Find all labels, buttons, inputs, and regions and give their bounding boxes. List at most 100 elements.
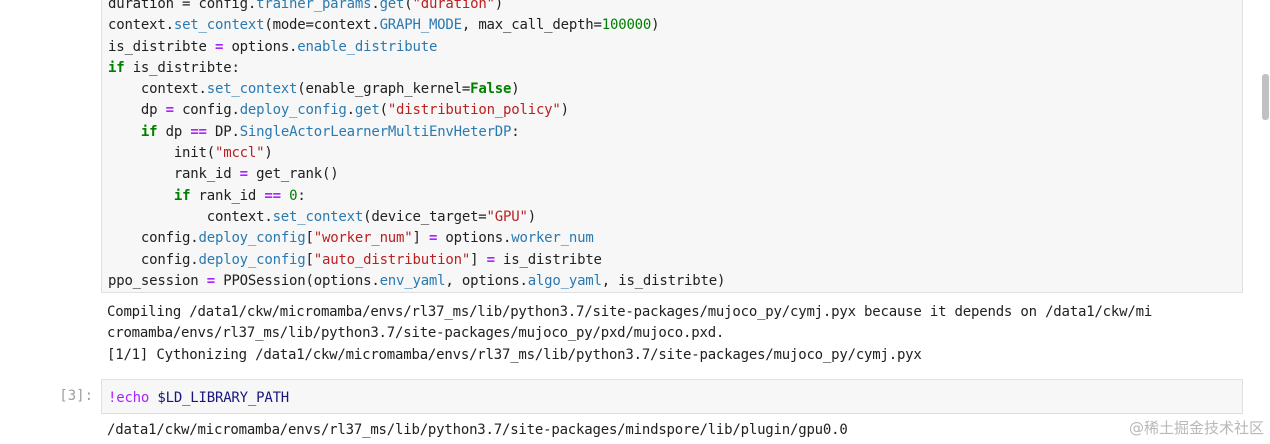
code-token: trainer_params: [256, 0, 372, 12]
output-line: Compiling /data1/ckw/micromamba/envs/rl3…: [107, 304, 1153, 320]
code-token: options.: [223, 38, 298, 55]
code-token: =: [214, 38, 224, 55]
code-token: 100000: [601, 17, 652, 34]
code-token: get: [354, 102, 380, 119]
shell-command: !echo: [108, 390, 158, 406]
code-line: if is_distribte:: [108, 58, 725, 79]
code-token: set_context: [272, 208, 364, 225]
code-token: "mccl": [214, 145, 265, 162]
code-token: (enable_graph_kernel=: [297, 81, 471, 98]
code-token: enable_distribute: [297, 38, 438, 55]
code-token: deploy_config: [198, 251, 306, 268]
code-token: ): [494, 0, 504, 12]
code-line: dp = config.deploy_config.get("distribut…: [108, 100, 725, 121]
code-token: .: [371, 0, 380, 12]
code-line: if dp == DP.SingleActorLearnerMultiEnvHe…: [108, 122, 725, 143]
code-token: rank_id: [190, 187, 265, 204]
code-token: PPOSession(options.: [214, 272, 380, 289]
code-token: =: [165, 102, 174, 119]
code-token: .: [346, 102, 355, 119]
code-line: init("mccl"): [108, 143, 725, 164]
code-token: dp: [157, 123, 191, 140]
code-token: =: [428, 230, 438, 247]
code-token: config.: [173, 102, 240, 119]
code-token: env_yaml: [379, 272, 446, 289]
code-cell-editor-2[interactable]: !echo $LD_LIBRARY_PATH: [101, 379, 1243, 414]
code-token: dp: [108, 102, 166, 119]
code-token: ): [527, 208, 536, 225]
code-token: options.: [437, 230, 512, 247]
code-token: [281, 188, 289, 204]
code-token: ): [264, 145, 273, 162]
code-token: "duration": [412, 0, 495, 12]
code-token: (device_target=: [363, 208, 487, 225]
code-token: rank_id: [108, 166, 240, 183]
code-line: if rank_id == 0:: [108, 186, 725, 207]
code-token: 0: [289, 187, 298, 204]
code-token: worker_num: [511, 230, 594, 247]
code-token: [: [305, 230, 314, 247]
code-token: is_distribte: [108, 38, 215, 55]
code-token: [: [305, 251, 314, 268]
code-token: deploy_config: [239, 102, 347, 119]
code-line: duration = config.trainer_params.get("du…: [108, 0, 725, 15]
code-token: init(: [108, 145, 215, 162]
code-token: if: [108, 59, 125, 76]
code-line: context.set_context(enable_graph_kernel=…: [108, 79, 725, 100]
code-token: is_distribte:: [124, 59, 240, 76]
code-token: ]: [470, 251, 487, 268]
code-token: :: [297, 187, 306, 204]
code-token: "auto_distribution": [313, 251, 471, 268]
output-line: [1/1] Cythonizing /data1/ckw/micromamba/…: [107, 346, 922, 363]
cell-output-2: /data1/ckw/micromamba/envs/rl37_ms/lib/p…: [107, 422, 848, 438]
code-token: :: [511, 123, 520, 140]
code-token: duration = config.: [108, 0, 257, 12]
code-token: , max_call_depth=: [461, 17, 602, 34]
code-token: [108, 188, 174, 204]
code-token: , is_distribte): [601, 272, 726, 289]
code-token: config.: [108, 251, 199, 268]
code-cell-editor[interactable]: duration = config.trainer_params.get("du…: [101, 0, 1243, 293]
code-token: get: [379, 0, 405, 12]
code-token: context.: [108, 17, 174, 34]
code-token: ==: [264, 187, 281, 204]
code-token: ppo_session: [108, 272, 207, 289]
code-token: False: [470, 81, 512, 98]
code-lines: duration = config.trainer_params.get("du…: [108, 0, 725, 292]
code-line: rank_id = get_rank(): [108, 164, 725, 185]
code-token: ): [511, 81, 520, 98]
code-token: ]: [412, 230, 429, 247]
output-line: cromamba/envs/rl37_ms/lib/python3.7/site…: [107, 325, 725, 342]
code-token: (mode=context.: [264, 17, 380, 34]
code-line: config.deploy_config["auto_distribution"…: [108, 250, 725, 271]
code-token: set_context: [206, 81, 298, 98]
code-line: context.set_context(device_target="GPU"): [108, 207, 725, 228]
cell-output: Compiling /data1/ckw/micromamba/envs/rl3…: [107, 302, 1152, 366]
code-token: config.: [108, 230, 199, 247]
watermark: @稀土掘金技术社区: [1128, 419, 1264, 437]
code-token: SingleActorLearnerMultiEnvHeterDP: [239, 123, 512, 140]
code-token: =: [206, 272, 215, 289]
code-token: "worker_num": [313, 230, 413, 247]
code-token: GRAPH_MODE: [379, 17, 462, 34]
code-token: context.: [108, 208, 273, 225]
code-line: !echo $LD_LIBRARY_PATH: [108, 388, 289, 409]
env-variable: $LD_LIBRARY_PATH: [157, 390, 290, 406]
code-token: =: [486, 251, 495, 268]
code-token: "distribution_policy": [387, 102, 561, 119]
code-token: if: [173, 187, 191, 204]
code-token: ): [651, 17, 660, 34]
code-token: deploy_config: [198, 230, 306, 247]
code-token: DP.: [206, 123, 240, 140]
code-token: [108, 124, 141, 140]
code-token: (: [404, 0, 413, 12]
code-token: algo_yaml: [527, 272, 602, 289]
code-line: is_distribte = options.enable_distribute: [108, 37, 725, 58]
code-token: context.: [108, 81, 207, 98]
code-token: , options.: [445, 272, 528, 289]
code-token: if: [140, 123, 158, 140]
cell-prompt: [3]:: [59, 388, 93, 404]
scrollbar-thumb[interactable]: [1262, 74, 1269, 120]
code-token: get_rank(): [247, 166, 339, 183]
code-line: config.deploy_config["worker_num"] = opt…: [108, 228, 725, 249]
